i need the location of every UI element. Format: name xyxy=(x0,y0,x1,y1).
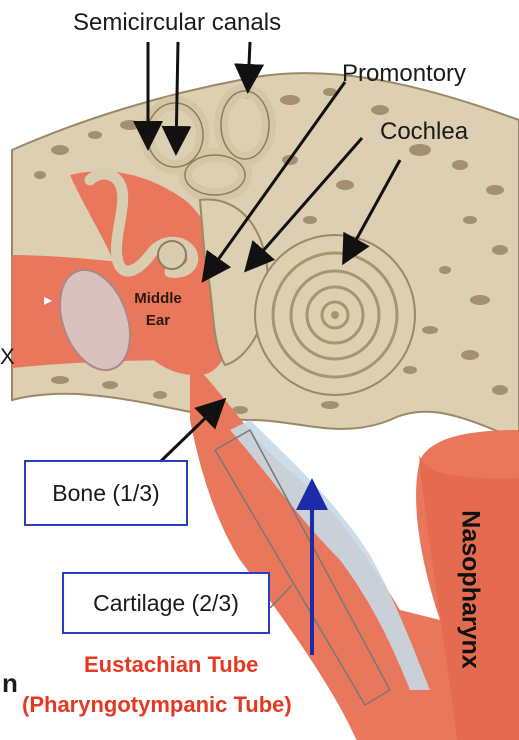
label-eustachian-tube: Eustachian Tube xyxy=(84,652,258,678)
label-middle-ear-line1: Middle xyxy=(128,288,188,310)
label-pharyngotympanic-tube: (Pharyngotympanic Tube) xyxy=(22,692,292,718)
label-box-bone: Bone (1/3) xyxy=(24,460,188,526)
label-box-cartilage: Cartilage (2/3) xyxy=(62,572,270,634)
mouse-cursor-icon: ▸ xyxy=(44,290,52,310)
label-nasopharynx: Nasopharynx xyxy=(456,495,485,685)
label-semicircular-canals: Semicircular canals xyxy=(73,9,281,37)
label-cochlea: Cochlea xyxy=(380,118,468,146)
cochlea-drawing xyxy=(255,235,415,395)
label-middle-ear-line2: Ear xyxy=(128,310,188,332)
edge-letter-n: n xyxy=(2,668,18,699)
edge-letter-x: X xyxy=(0,344,15,370)
label-promontory: Promontory xyxy=(342,60,466,88)
label-middle-ear: Middle Ear xyxy=(128,288,188,332)
